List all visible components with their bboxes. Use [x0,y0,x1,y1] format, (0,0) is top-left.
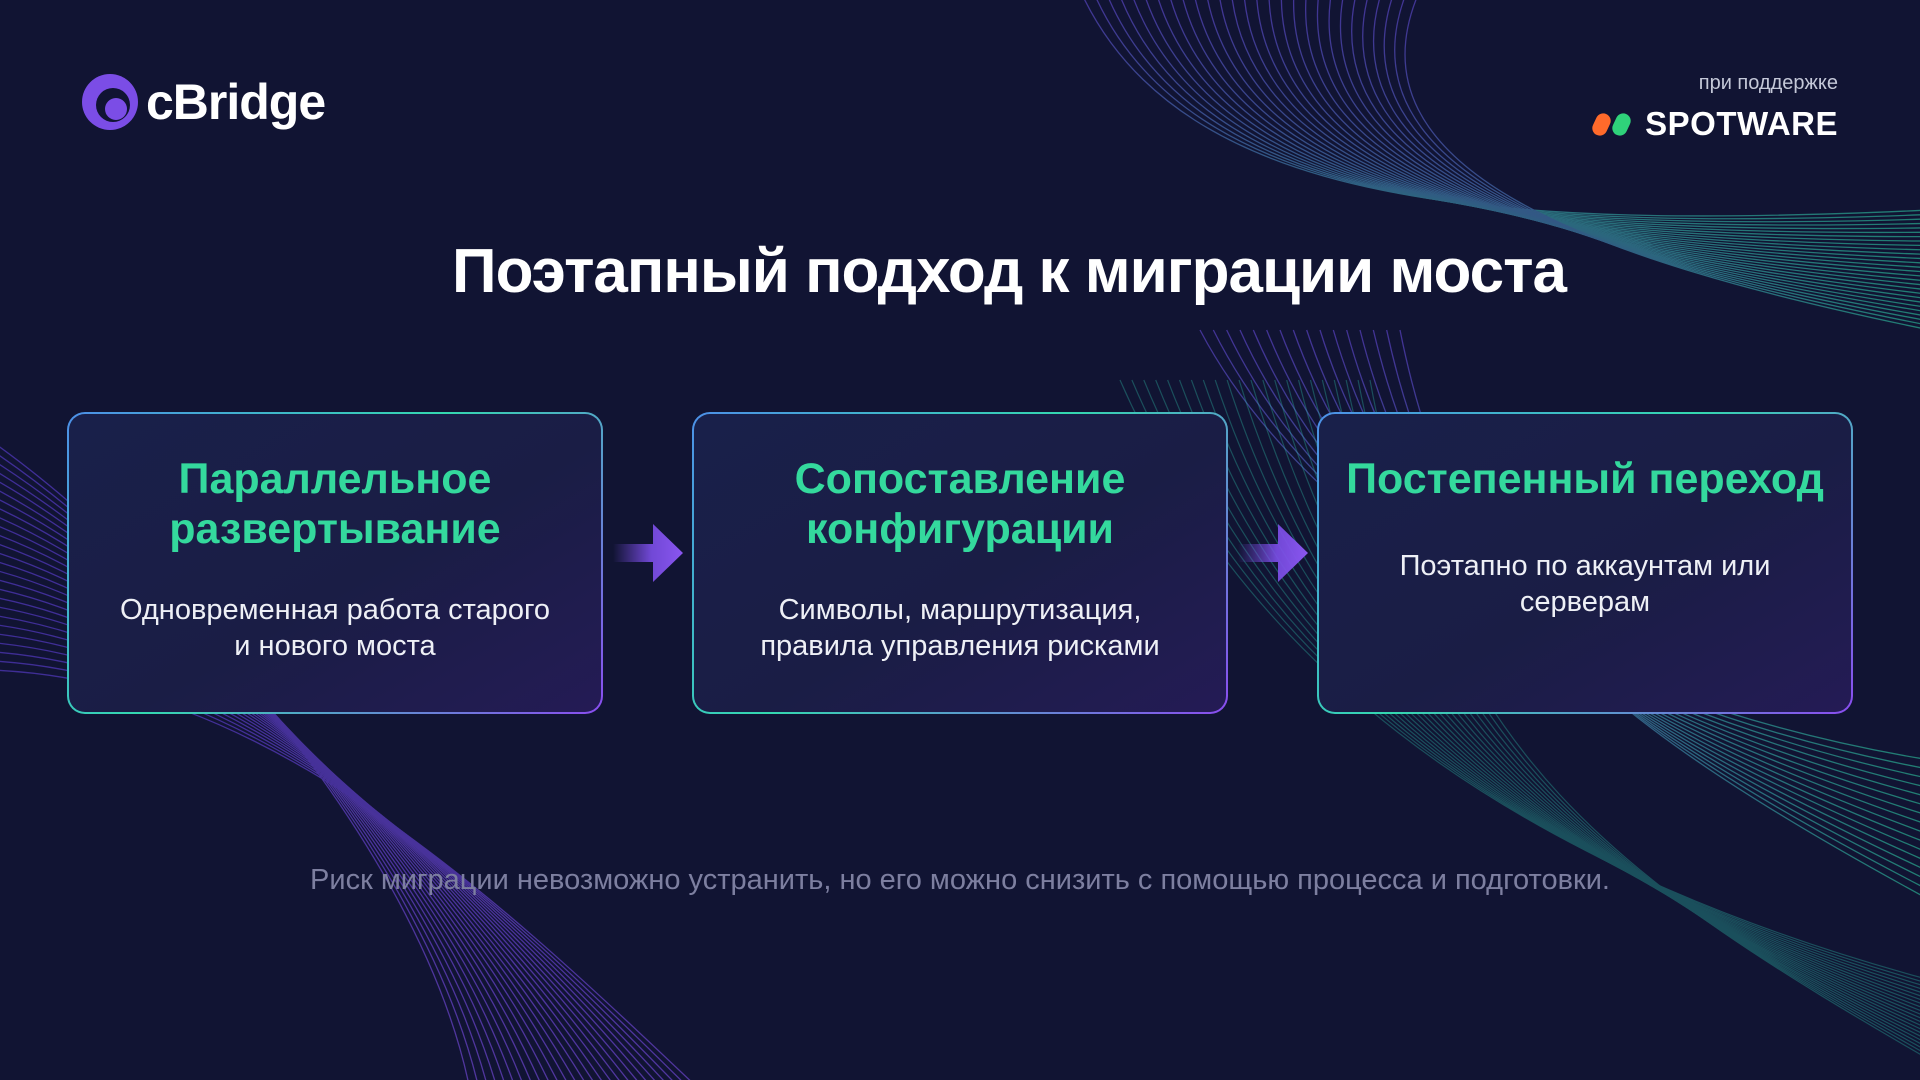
sponsor-label: при поддержке [1698,72,1838,94]
slide-title: Поэтапный подход к миграции моста [452,237,1567,306]
cbridge-logo: cBridge [80,72,326,132]
sponsor-block: при поддержке SPOTWARE [1591,72,1838,143]
step-description: Одновременная работа старого и нового мо… [119,594,551,662]
arrow-right-icon [613,524,683,582]
step-card-gradual-transition: Постепенный переход Поэтапно по аккаунта… [1317,412,1853,714]
spotware-logo-icon [1592,113,1631,136]
footnote: Риск миграции невозможно устранить, но е… [310,864,1610,896]
step-card-parallel-deployment: Параллельное развертывание Одновременная… [67,412,603,714]
sponsor-name: SPOTWARE [1645,105,1838,142]
step-title: Сопоставление конфигурации [794,455,1126,553]
step-title: Параллельное развертывание [169,455,501,553]
step-description: Поэтапно по аккаунтам или серверам [1399,550,1771,618]
step-card-config-mapping: Сопоставление конфигурации Символы, марш… [692,412,1228,714]
sponsor-brand: SPOTWARE [1591,105,1838,143]
arrow-right-icon [1238,524,1308,582]
cbridge-logo-icon [82,74,138,130]
step-title: Постепенный переход [1346,455,1824,503]
step-description: Символы, маршрутизация, правила управлен… [760,594,1160,662]
logo-text: cBridge [146,74,326,130]
